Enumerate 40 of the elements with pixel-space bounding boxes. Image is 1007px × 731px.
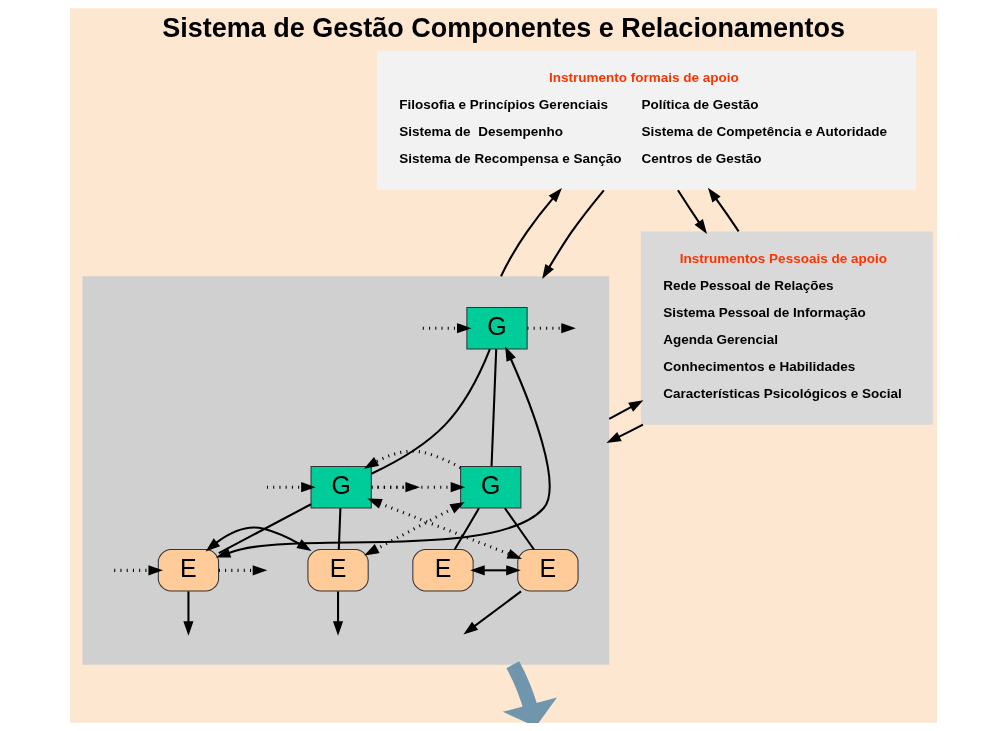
node-box: E: [412, 549, 474, 592]
arrow: [367, 498, 522, 560]
connector: [337, 508, 342, 550]
arrow: [364, 502, 465, 556]
node-box: Instrumentos Pessoais de apoio Rede Pessoal de Relações Sistema Pessoal de Informação Agenda Gerencial Conhecimentos e Habilidades Características Psicológicos e Social: [640, 231, 933, 425]
arrow: [502, 661, 557, 723]
arrow: [470, 565, 521, 576]
arrow: [114, 565, 163, 576]
arrow: [463, 590, 522, 635]
arrow: [422, 323, 472, 334]
arrow: [332, 591, 344, 636]
diagram-title: Sistema de Gestão Componentes e Relacionamentos: [162, 13, 845, 44]
arrow: [371, 482, 420, 493]
arrow: [363, 449, 462, 469]
arrow: [707, 187, 740, 232]
node-box: E: [157, 549, 220, 592]
arrow: [608, 400, 644, 420]
arrow: [215, 346, 551, 558]
node-box: Instrumento formais de apoio Filosofia e Princípios Gerenciais Política de Gestão Sistema de Desempenho Sistema de Competência e Autoridade Sistema de Recompensa e Sanção Centros de Gestão: [377, 50, 917, 191]
arrow: [205, 526, 312, 552]
arrow: [218, 565, 268, 576]
node-box: E: [517, 549, 579, 592]
node-box: G: [466, 306, 528, 350]
node-box: G: [310, 465, 372, 509]
arrow: [677, 189, 707, 234]
arrow: [542, 189, 605, 279]
node-box: G: [460, 465, 522, 509]
cluster: [82, 276, 610, 665]
connector: [370, 348, 491, 475]
arrow: [266, 482, 316, 493]
arrow: [371, 482, 466, 493]
arrow: [606, 423, 644, 443]
arrow: [500, 187, 562, 277]
connector: [490, 349, 498, 466]
connector: [504, 507, 535, 551]
connector: [453, 507, 480, 550]
node-box: E: [307, 549, 369, 592]
connector: [218, 503, 312, 555]
arrow: [183, 591, 194, 636]
arrow: [527, 323, 576, 334]
